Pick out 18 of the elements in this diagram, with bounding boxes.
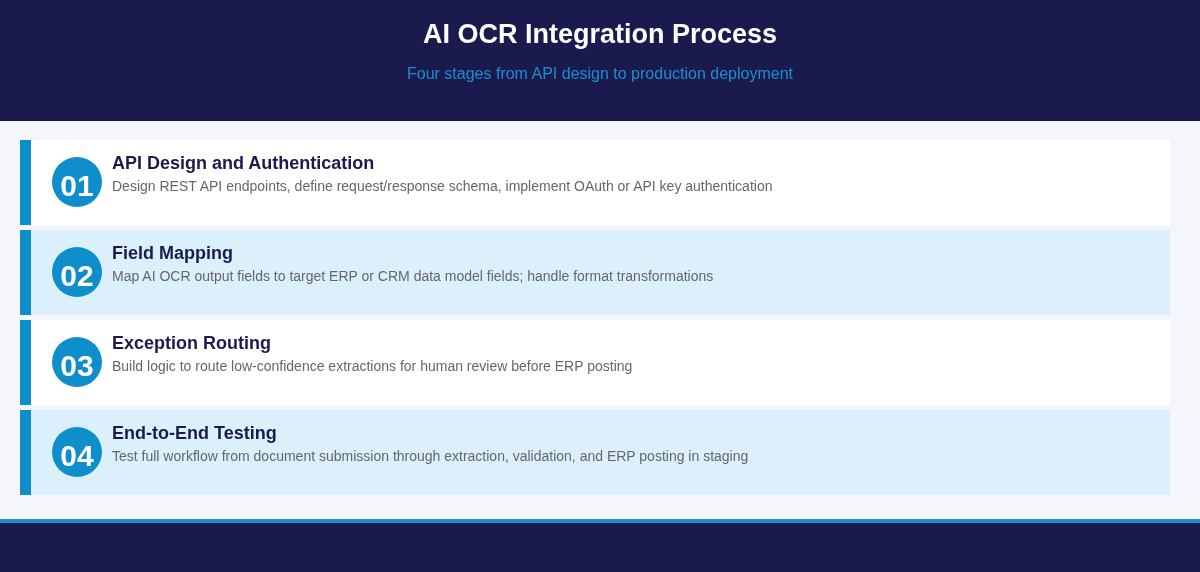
step-card <box>20 320 1170 405</box>
step-heading: API Design and Authentication <box>112 152 375 174</box>
step-heading: Exception Routing <box>112 332 271 354</box>
step-card <box>20 410 1170 495</box>
step-card <box>20 140 1170 225</box>
step-number-circle: 04 <box>52 427 102 477</box>
step-description: Map AI OCR output fields to target ERP or CRM data model fields; handle format transformations <box>112 267 715 285</box>
step-heading: End-to-End Testing <box>112 422 277 444</box>
step-description: Test full workflow from document submission through extraction, validation, and ERP posting in staging <box>112 447 750 465</box>
step-number-circle: 03 <box>52 337 102 387</box>
step-number-circle: 01 <box>52 157 102 207</box>
step-description: Build logic to route low-confidence extractions for human review before ERP posting <box>112 357 634 375</box>
step-description: Design REST API endpoints, define request/response schema, implement OAuth or API key authentication <box>112 177 774 195</box>
step-number-circle: 02 <box>52 247 102 297</box>
step-heading: Field Mapping <box>112 242 233 264</box>
step-card <box>20 230 1170 315</box>
subtitle: Four stages from API design to production deployment <box>407 64 793 84</box>
title: AI OCR Integration Process <box>422 18 778 51</box>
